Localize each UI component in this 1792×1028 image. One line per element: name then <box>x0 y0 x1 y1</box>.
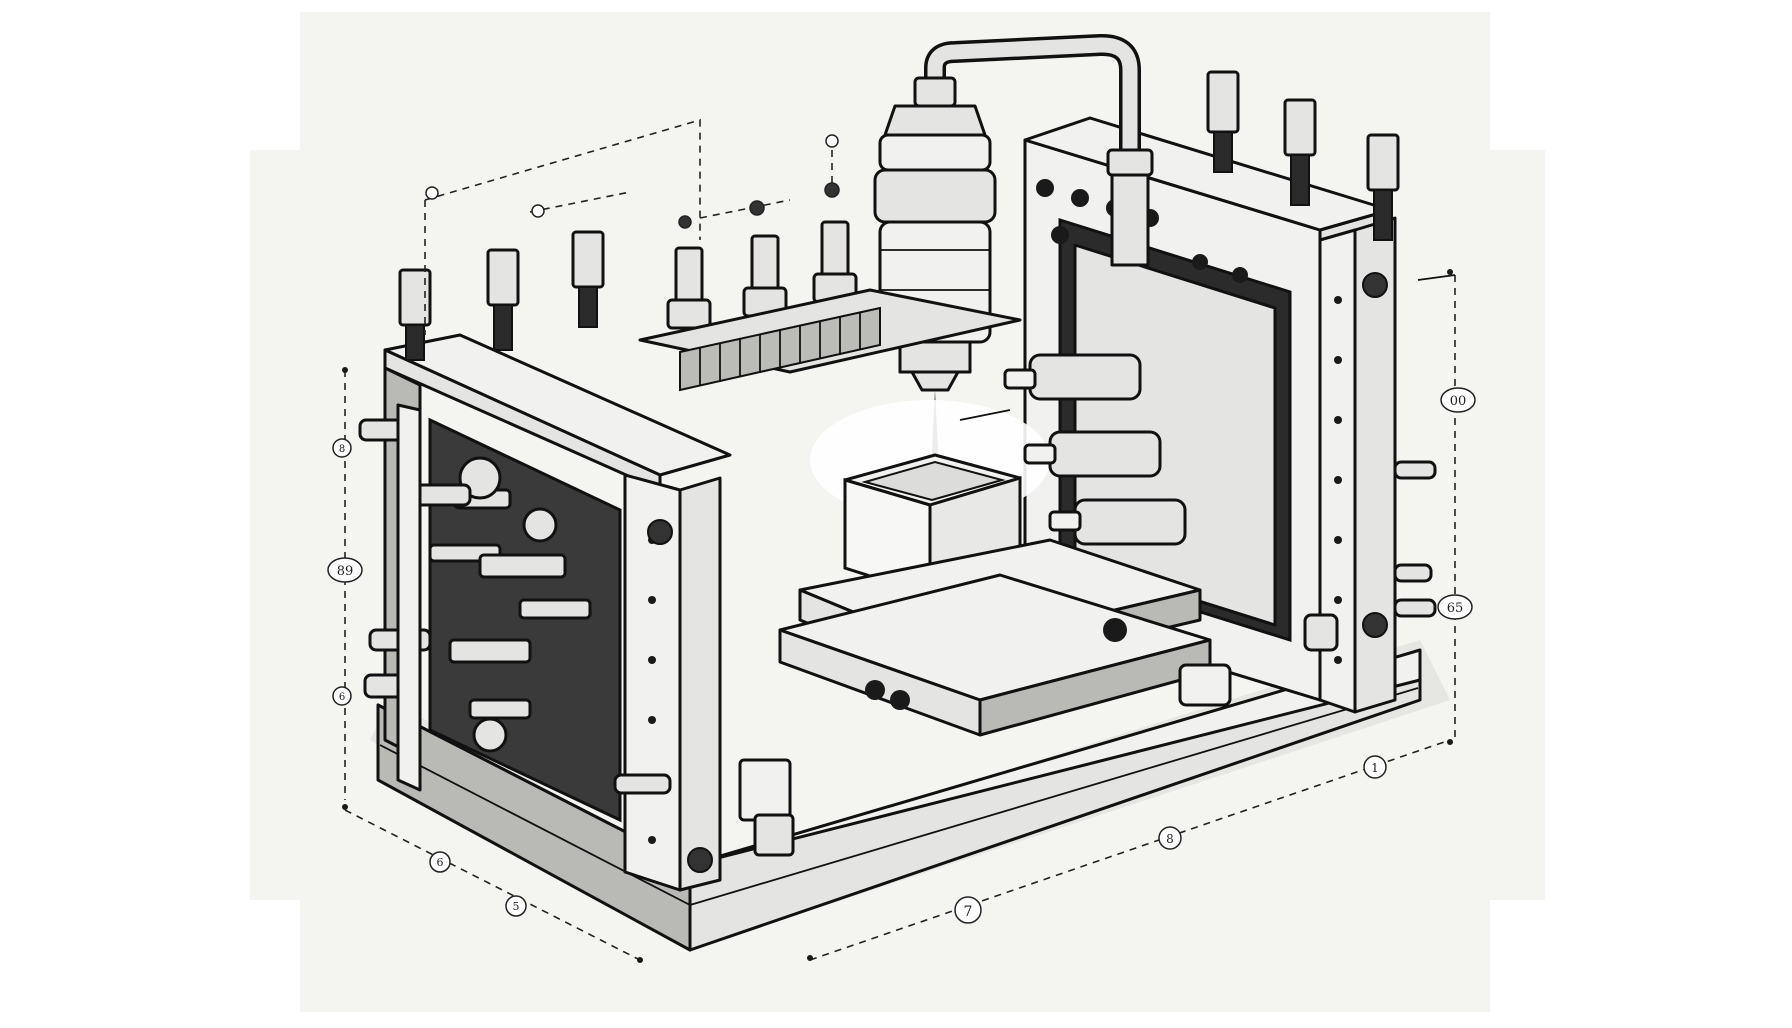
dimension-label-left-upper-text: 89 <box>337 564 354 579</box>
dimension-label-right-upper: 00 <box>1440 387 1476 413</box>
dimension-label-right-lower: 65 <box>1437 594 1473 620</box>
dimension-label-left-small-b-text: 6 <box>339 692 345 703</box>
right-studs <box>1206 70 1400 241</box>
back-rail <box>638 288 1022 392</box>
dimension-label-bottom-center-text: 7 <box>964 904 973 920</box>
center-platform <box>778 538 1212 737</box>
dimension-label-bottom-left-a-text: 6 <box>437 856 444 869</box>
dimension-label-left-small-b: 6 <box>332 686 352 706</box>
dimension-label-left-small-a: 8 <box>332 438 352 458</box>
right-frame <box>1023 116 1437 714</box>
injection-cylinders <box>959 353 1187 546</box>
dimension-label-bottom-left-b: 5 <box>505 895 527 917</box>
dimension-label-bottom-mid-text: 8 <box>1166 832 1174 846</box>
dimension-label-left-upper: 89 <box>327 557 363 583</box>
dimension-label-bottom-left-a: 6 <box>429 851 451 873</box>
dimension-label-bottom-right-text: 1 <box>1371 761 1379 775</box>
base-plate <box>376 648 1422 952</box>
dimension-label-left-small-a-text: 8 <box>339 444 345 455</box>
dimension-label-bottom-left-b-text: 5 <box>513 900 520 913</box>
dimension-label-bottom-center: 7 <box>954 896 982 924</box>
dimension-label-bottom-right: 1 <box>1363 755 1387 779</box>
dimension-label-bottom-mid: 8 <box>1158 826 1182 850</box>
left-frame <box>358 333 732 892</box>
feed-pipe <box>924 34 1154 267</box>
canisters <box>738 613 1339 857</box>
marker-circles <box>342 134 1453 963</box>
dimension-label-right-lower-text: 65 <box>1447 601 1464 616</box>
dimension-label-right-upper-text: 00 <box>1450 394 1467 409</box>
left-studs <box>398 220 858 361</box>
